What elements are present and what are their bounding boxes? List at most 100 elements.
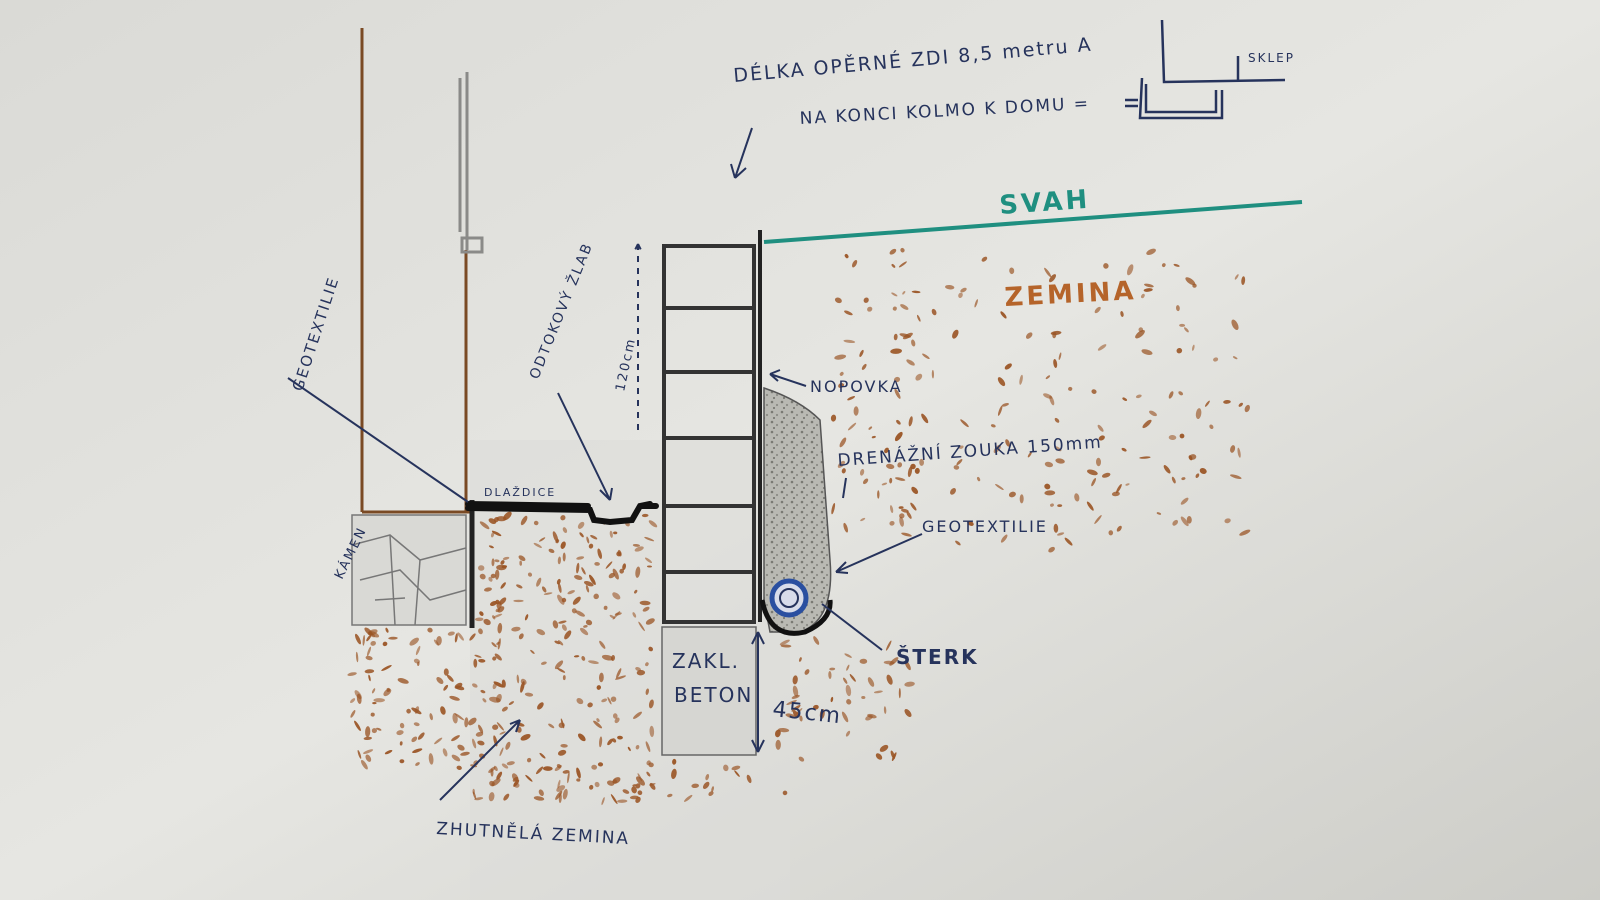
earth-speckle xyxy=(1115,483,1122,494)
earth-speckle xyxy=(612,610,621,620)
earth-speckle xyxy=(1121,447,1127,452)
earth-speckle xyxy=(1044,483,1051,490)
earth-speckle xyxy=(642,606,650,612)
earth-speckle xyxy=(886,463,895,469)
earth-speckle xyxy=(491,530,502,537)
earth-speckle xyxy=(1091,389,1097,394)
earth-speckle xyxy=(1116,525,1122,532)
earth-speckle xyxy=(1186,516,1192,524)
earth-speckle xyxy=(512,776,519,782)
earth-speckle xyxy=(1008,491,1016,498)
earth-speckle xyxy=(708,791,714,796)
earth-speckle xyxy=(511,626,521,632)
earth-speckle xyxy=(350,710,356,718)
house-wall xyxy=(360,28,470,514)
earth-speckle xyxy=(1019,374,1023,385)
earth-speckle xyxy=(898,688,901,699)
earth-speckle xyxy=(560,743,568,748)
earth-speckle xyxy=(1086,469,1098,476)
earth-speckle xyxy=(904,660,911,671)
earth-speckle xyxy=(1163,465,1171,474)
earth-speckle xyxy=(557,640,564,646)
earth-speckle xyxy=(843,522,849,533)
earth-speckle xyxy=(363,736,372,741)
earth-speckle xyxy=(524,614,529,621)
earth-speckle xyxy=(746,774,752,784)
earth-speckle xyxy=(901,532,912,537)
earth-speckle xyxy=(792,710,800,718)
earth-speckle xyxy=(1074,493,1080,502)
earth-speckle xyxy=(981,256,988,262)
earth-speckle xyxy=(609,530,613,538)
earth-speckle xyxy=(921,413,929,424)
earth-speckle xyxy=(786,700,797,705)
earth-speckle xyxy=(596,685,602,690)
earth-speckle xyxy=(1204,400,1210,407)
label-geotextilie-right: GEOTEXTILIE xyxy=(922,517,1048,536)
earth-speckle xyxy=(1057,532,1065,536)
earth-speckle xyxy=(355,633,361,645)
earth-speckle xyxy=(588,543,594,549)
earth-speckle xyxy=(890,750,895,760)
earth-speckle xyxy=(956,458,963,466)
earth-speckle xyxy=(561,597,567,603)
earth-speckle xyxy=(472,791,477,800)
earth-speckle xyxy=(482,698,487,703)
earth-speckle xyxy=(610,696,617,702)
earth-speckle xyxy=(1232,356,1238,360)
earth-speckle xyxy=(915,373,923,381)
earth-speckle xyxy=(906,511,912,519)
earth-speckle xyxy=(454,633,458,643)
earth-speckle xyxy=(1175,305,1180,312)
earth-speckle xyxy=(799,657,802,662)
earth-speckle xyxy=(1064,537,1073,546)
earth-speckle xyxy=(859,349,864,357)
earth-speckle xyxy=(1053,523,1059,533)
earth-speckle xyxy=(891,264,896,268)
earth-speckle xyxy=(1094,306,1101,314)
earth-speckle xyxy=(599,640,606,649)
earth-speckle xyxy=(1058,352,1062,360)
earth-speckle xyxy=(520,515,528,526)
earth-speckle xyxy=(385,627,389,633)
earth-speckle xyxy=(612,568,619,580)
earth-speckle xyxy=(539,752,546,759)
earth-speckle xyxy=(533,520,539,526)
earth-speckle xyxy=(960,419,969,428)
earth-speckle xyxy=(479,611,484,616)
earth-speckle xyxy=(839,437,847,448)
earth-speckle xyxy=(573,655,580,658)
earth-speckle xyxy=(647,565,652,568)
earth-speckle xyxy=(537,702,544,710)
earth-speckle xyxy=(829,667,836,671)
earth-speckle xyxy=(373,698,386,703)
earth-speckle xyxy=(893,333,898,341)
earth-speckle xyxy=(617,735,623,740)
earth-speckle xyxy=(368,674,371,682)
earth-speckle xyxy=(434,737,443,745)
earth-speckle xyxy=(902,291,906,295)
earth-speckle xyxy=(556,667,566,673)
earth-speckle xyxy=(945,284,955,290)
earth-speckle xyxy=(406,708,411,714)
earth-speckle xyxy=(558,620,567,624)
earth-speckle xyxy=(1060,289,1065,293)
earth-speckle xyxy=(516,584,523,589)
earth-speckle xyxy=(603,605,608,610)
earth-speckle xyxy=(861,363,867,370)
label-nopovka: NOPOVKA xyxy=(810,377,903,396)
earth-speckle xyxy=(841,468,846,474)
earth-speckle xyxy=(356,693,362,704)
earth-speckle xyxy=(562,527,568,534)
earth-speckle xyxy=(639,600,651,606)
earth-speckle xyxy=(734,770,740,777)
earth-speckle xyxy=(436,636,442,646)
earth-speckle xyxy=(479,521,490,530)
earth-speckle xyxy=(813,704,819,710)
earth-speckle xyxy=(490,768,494,777)
earth-speckle xyxy=(519,560,523,566)
earth-speckle xyxy=(837,460,846,468)
earth-speckle xyxy=(1091,477,1097,487)
earth-speckle xyxy=(977,476,981,482)
earth-speckle xyxy=(572,596,581,605)
